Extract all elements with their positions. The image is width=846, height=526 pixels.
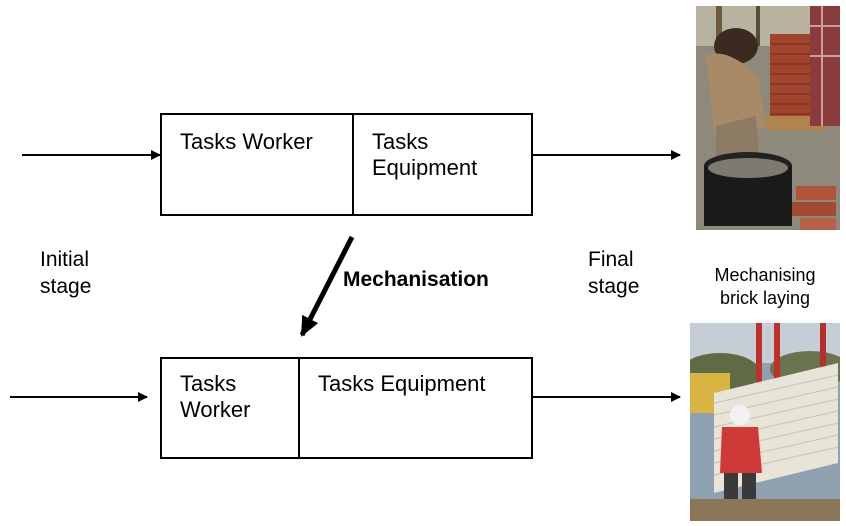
top-divider (352, 115, 354, 214)
mechanisation-label: Mechanisation (343, 268, 489, 291)
final-stage-label: Final stage (588, 248, 640, 298)
photo-caption: Mechanising brick laying (714, 265, 816, 308)
bottom-process-box: Tasks Worker Tasks Equipment (160, 357, 533, 459)
top-equipment-tasks: Tasks Equipment (372, 129, 478, 180)
manual-bricklaying-photo (696, 6, 840, 230)
top-process-box: Tasks Worker Tasks Equipment (160, 113, 533, 216)
initial-stage-label: Initial stage (40, 248, 92, 298)
bottom-divider (298, 359, 300, 457)
top-worker-tasks: Tasks Worker (180, 129, 313, 154)
mechanisation-arrow (299, 235, 355, 337)
bottom-equipment-tasks: Tasks Equipment (318, 371, 486, 396)
mechanised-bricklaying-photo (690, 323, 840, 521)
bottom-worker-tasks: Tasks Worker (180, 371, 251, 422)
